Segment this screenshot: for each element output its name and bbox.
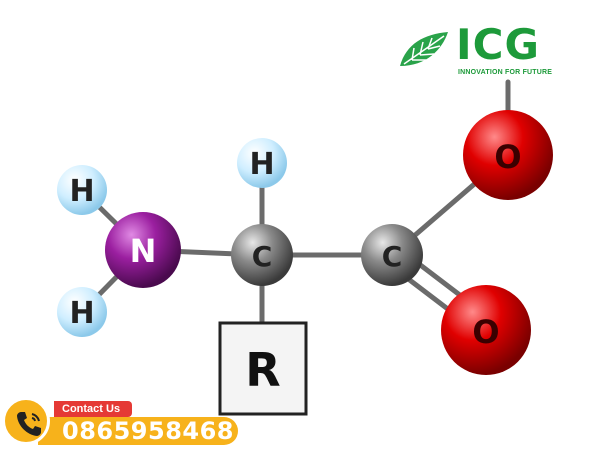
atom-o-top: O bbox=[463, 110, 553, 200]
svg-text:O: O bbox=[472, 313, 499, 351]
svg-text:H: H bbox=[69, 174, 94, 209]
contact-tag[interactable]: Contact Us bbox=[54, 401, 133, 417]
logo-word-part1: IC bbox=[456, 20, 505, 69]
svg-text:R: R bbox=[245, 343, 280, 397]
atom-h-top: H bbox=[237, 138, 287, 188]
atom-h-left-bottom: H bbox=[57, 287, 107, 337]
phone-icon bbox=[17, 412, 41, 436]
icg-logo: ICG INNOVATION FOR FUTURE bbox=[398, 22, 578, 84]
logo-wordmark: ICG bbox=[456, 22, 576, 68]
atom-o-bottom: O bbox=[441, 285, 531, 375]
svg-text:N: N bbox=[130, 232, 157, 270]
contact-phone-number[interactable]: 0865958468 bbox=[62, 417, 234, 445]
contact-pill bbox=[38, 417, 238, 445]
r-group-box: R bbox=[218, 321, 308, 416]
svg-text:C: C bbox=[252, 240, 273, 273]
atom-c-alpha: C bbox=[231, 224, 293, 286]
svg-text:H: H bbox=[249, 147, 274, 182]
logo-word-part2: G bbox=[504, 20, 540, 69]
svg-text:H: H bbox=[69, 296, 94, 331]
leaf-icon bbox=[400, 32, 448, 66]
atom-c-carboxyl: C bbox=[361, 224, 423, 286]
svg-text:C: C bbox=[382, 240, 403, 273]
contact-badge[interactable]: Contact Us 0865958468 bbox=[2, 397, 242, 449]
svg-text:O: O bbox=[494, 138, 521, 176]
bonds bbox=[79, 79, 511, 335]
atom-h-left-top: H bbox=[57, 165, 107, 215]
logo-tagline: INNOVATION FOR FUTURE bbox=[458, 69, 553, 76]
atom-n: N bbox=[105, 212, 181, 288]
contact-icon-ring[interactable] bbox=[2, 397, 50, 445]
